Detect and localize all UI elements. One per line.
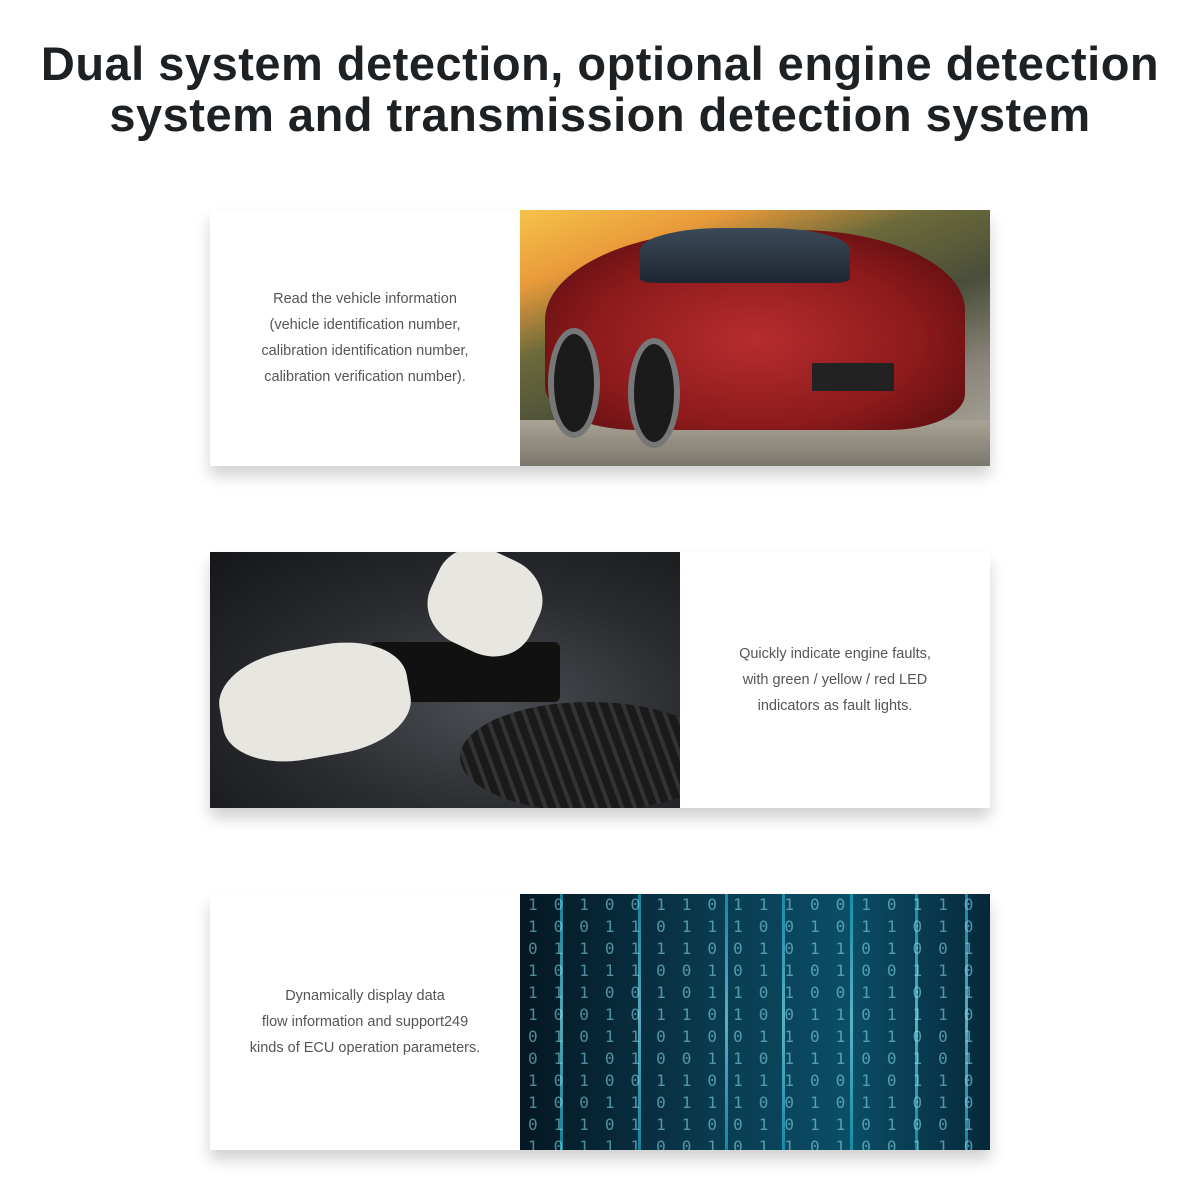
binary-data-image: 1010011011100101101001101110010110100110… xyxy=(520,894,990,1150)
feature-text: Read the vehicle information (vehicle id… xyxy=(261,291,469,385)
title-line-1: Dual system detection, optional engine d… xyxy=(40,37,1160,90)
red-car-image xyxy=(520,210,990,466)
feature-card-vehicle-info: Read the vehicle information (vehicle id… xyxy=(210,210,990,466)
feature-card-engine-faults: Quickly indicate engine faults, with gre… xyxy=(210,552,990,808)
feature-text: Quickly indicate engine faults, with gre… xyxy=(739,646,931,714)
feature-card-data-flow: Dynamically display data flow informatio… xyxy=(210,894,990,1150)
feature-text: Dynamically display data flow informatio… xyxy=(249,988,481,1056)
page-title: Dual system detection, optional engine d… xyxy=(0,38,1200,140)
title-line-2: system and transmission detection system xyxy=(109,88,1091,141)
engine-bay-image xyxy=(210,552,680,808)
